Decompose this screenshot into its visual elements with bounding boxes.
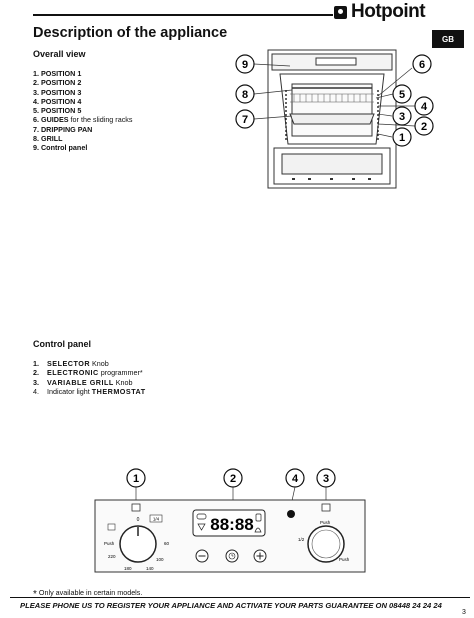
- callout-9: 9: [235, 54, 255, 74]
- callout-7: 7: [235, 109, 255, 129]
- svg-text:6: 6: [419, 59, 425, 71]
- plus-button[interactable]: [253, 549, 267, 563]
- grill-knob[interactable]: [307, 525, 345, 563]
- callout-3: 3: [392, 106, 412, 126]
- svg-text:1: 1: [133, 473, 139, 485]
- footer-rule: [10, 597, 470, 598]
- svg-text:Push: Push: [339, 557, 350, 562]
- list-item: 7. DRIPPING PAN: [33, 124, 93, 134]
- page-number: 3: [462, 609, 466, 616]
- control-panel-heading: Control panel: [33, 339, 91, 349]
- svg-text:8: 8: [242, 89, 248, 101]
- grill-scale: Push 1/2 Push: [298, 520, 350, 562]
- list-item: 1.SELECTOR Knob: [33, 359, 109, 368]
- display-left-icons: [196, 513, 207, 531]
- control-panel-diagram: 1 2 4 3 0 1/4 60 100 140 180 220 Push 88…: [94, 468, 366, 573]
- selector-top-label: 0: [137, 517, 140, 523]
- grill-knob-ring: [311, 529, 341, 559]
- list-item: 6. GUIDES for the sliding racks: [33, 115, 133, 125]
- display-time: 88:88: [210, 515, 253, 534]
- programmer-display: [192, 509, 266, 537]
- list-item: 2.ELECTRONIC programmer*: [33, 368, 143, 378]
- footer-registration-notice: PLEASE PHONE US TO REGISTER YOUR APPLIAN…: [20, 601, 442, 610]
- oven-callouts: 9 8 7 6 5 4 3 2 1: [235, 54, 434, 147]
- svg-text:3: 3: [323, 473, 329, 485]
- list-item: 4.Indicator light THERMOSTAT: [33, 386, 146, 396]
- selector-indicator: [131, 503, 141, 512]
- selector-scale: 60 100 140 180 220 Push: [104, 541, 170, 571]
- svg-text:7: 7: [242, 114, 248, 126]
- selector-knob[interactable]: [119, 525, 157, 563]
- callout-programmer: 2: [223, 468, 243, 488]
- door-vents: [292, 178, 371, 180]
- display-right-icons: [254, 513, 262, 533]
- oven-door-glass: [281, 153, 383, 175]
- brand-name: Hotpoint: [351, 1, 426, 22]
- callout-6: 6: [412, 54, 432, 74]
- brand-logo: Hotpoint: [334, 1, 426, 22]
- oven-back-wall: [291, 83, 373, 137]
- list-item: 2. POSITION 2: [33, 78, 82, 88]
- panel-callouts: 1 2 4 3: [126, 468, 336, 488]
- brand-mark-icon: [334, 5, 347, 19]
- header-rule: [33, 14, 333, 16]
- list-item: 1. POSITION 1: [33, 69, 82, 78]
- callout-2: 2: [414, 116, 434, 136]
- callout-4: 4: [414, 96, 434, 116]
- list-item: 8. GRILL: [33, 134, 63, 144]
- callout-selector: 1: [126, 468, 146, 488]
- selector-icon: [107, 523, 116, 531]
- svg-text:3: 3: [399, 111, 405, 123]
- list-item: 4. POSITION 4: [33, 96, 82, 106]
- thermostat-indicator-light: [287, 510, 295, 518]
- dripping-pan: [289, 113, 375, 125]
- oven-door: [273, 147, 391, 185]
- minus-button[interactable]: [195, 549, 209, 563]
- clock-icon: [228, 552, 236, 560]
- callout-thermostat: 4: [285, 468, 305, 488]
- callout-1: 1: [392, 127, 412, 147]
- page-title: Description of the appliance: [33, 25, 228, 41]
- callout-5: 5: [392, 84, 412, 104]
- overall-view-heading: Overall view: [33, 49, 86, 59]
- svg-text:220: 220: [108, 554, 116, 559]
- control-panel-list: 1.SELECTOR Knob 2.ELECTRONIC programmer*…: [33, 359, 146, 396]
- oven-diagram: 9 8 7 6 5 4 3 2 1: [235, 49, 434, 189]
- svg-text:4: 4: [292, 473, 299, 485]
- svg-text:180: 180: [124, 566, 132, 571]
- svg-text:1/2: 1/2: [298, 537, 305, 542]
- callout-grill: 3: [316, 468, 336, 488]
- callout-8: 8: [235, 84, 255, 104]
- clock-button[interactable]: [225, 549, 239, 563]
- footnote: * Only available in certain models.: [33, 588, 143, 600]
- grill-indicator: [321, 503, 331, 512]
- side-guides: [285, 90, 379, 140]
- svg-text:5: 5: [399, 89, 405, 101]
- list-item: 3.VARIABLE GRILL Knob: [33, 377, 133, 387]
- svg-text:60: 60: [164, 541, 170, 546]
- selector-badge: [149, 514, 163, 523]
- leader-lines: [253, 63, 416, 138]
- language-tab: GB: [432, 30, 464, 48]
- oven-rack: [290, 93, 374, 103]
- svg-text:1: 1: [399, 132, 405, 144]
- oven-cavity: [279, 73, 385, 145]
- svg-text:100: 100: [156, 557, 164, 562]
- bell-icon: [254, 527, 262, 533]
- oven-display-window: [315, 57, 357, 66]
- parts-list: 1. POSITION 1 2. POSITION 2 3. POSITION …: [33, 69, 132, 153]
- svg-text:140: 140: [146, 566, 154, 571]
- selector-badge-label: 1/4: [153, 517, 160, 522]
- svg-text:2: 2: [230, 473, 236, 485]
- svg-text:9: 9: [242, 59, 248, 71]
- list-item: 9. Control panel: [33, 143, 88, 153]
- svg-text:Push: Push: [320, 520, 331, 525]
- list-item: 5. POSITION 5: [33, 106, 82, 116]
- svg-text:Push: Push: [104, 541, 115, 546]
- svg-text:4: 4: [421, 101, 428, 113]
- list-item: 3. POSITION 3: [33, 87, 82, 97]
- svg-text:2: 2: [421, 121, 427, 133]
